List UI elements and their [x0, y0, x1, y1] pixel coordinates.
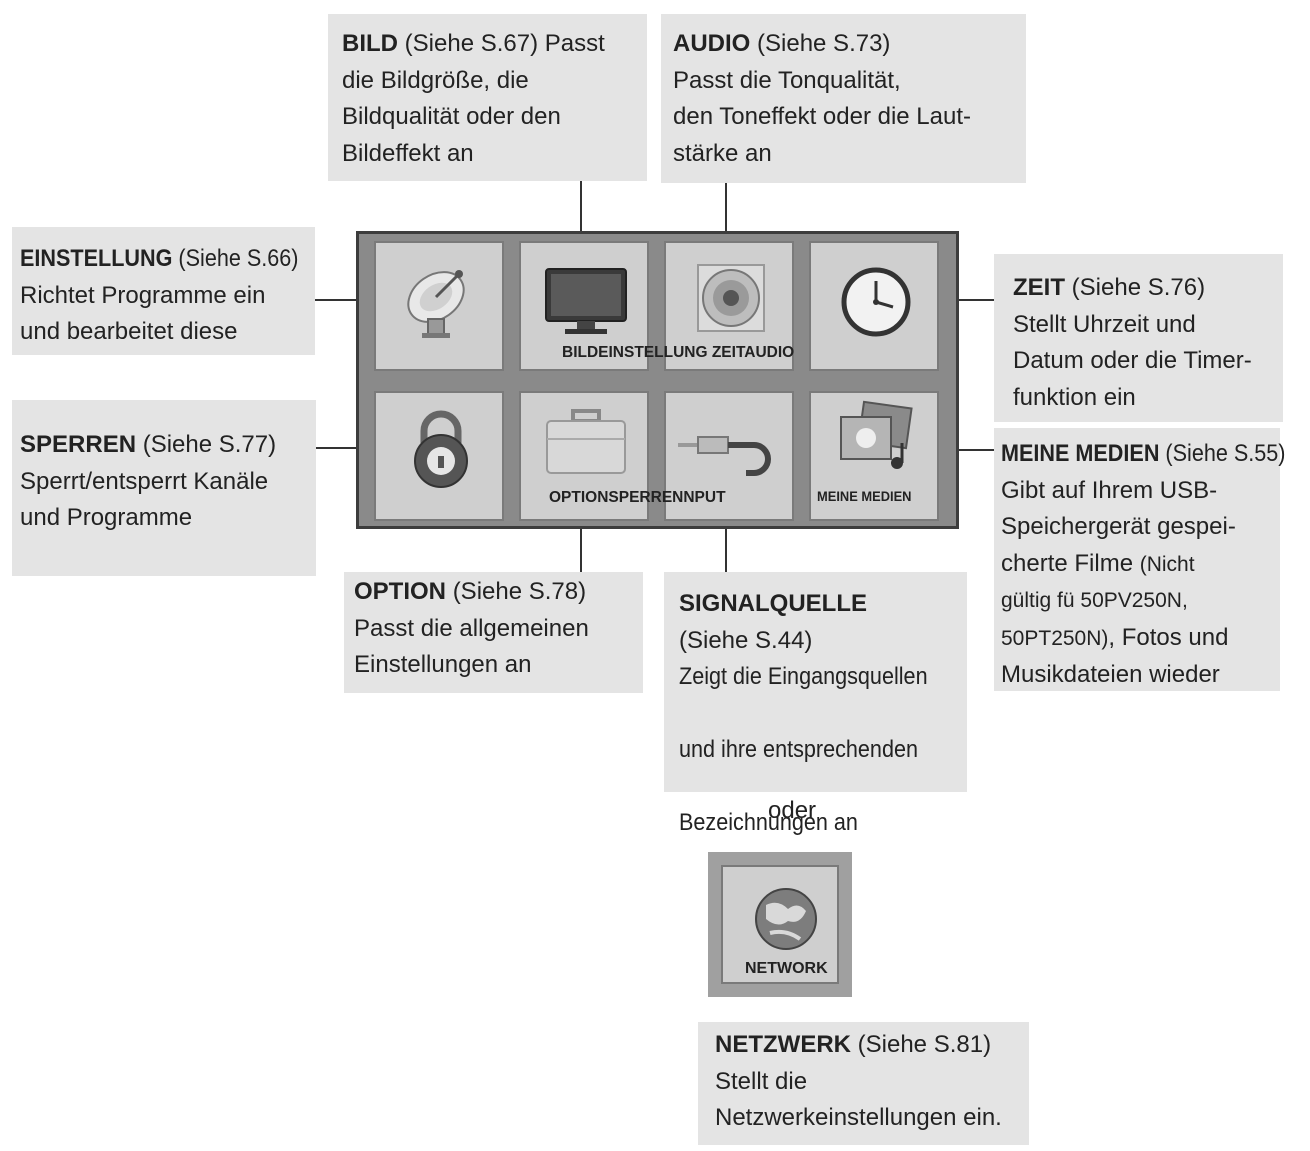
menu-row1-label: BILDEINSTELLUNG ZEITAUDIO — [562, 344, 795, 361]
menu-row2-label: OPTIONSPERRENNPUT — [549, 489, 726, 506]
menu-tile-einstellung[interactable] — [374, 241, 504, 371]
menu-tile-audio[interactable] — [664, 241, 794, 371]
callout-meine-medien: MEINE MEDIEN (Siehe S.55) Gibt auf Ihrem… — [994, 428, 1285, 691]
separator-oder: oder — [768, 797, 817, 824]
callout-netzwerk: NETZWERK (Siehe S.81) Stellt die Netzwer… — [698, 1022, 1029, 1145]
globe-icon — [755, 888, 817, 950]
network-tile[interactable]: NETWORK — [708, 852, 852, 997]
callout-einstellung: EINSTELLUNG (Siehe S.66) Richtet Program… — [12, 227, 315, 355]
menu-tile-bild[interactable] — [519, 241, 649, 371]
clock-icon — [841, 267, 911, 337]
menu-tile-sperren[interactable] — [374, 391, 504, 521]
speaker-icon — [697, 264, 765, 332]
callout-zeit: ZEIT (Siehe S.76) Stellt Uhrzeit und Dat… — [994, 254, 1283, 422]
menu-tile-zeit[interactable] — [809, 241, 939, 371]
av-cable-icon — [678, 436, 771, 476]
callout-title: BILD — [342, 30, 398, 57]
tv-menu-screen: BILDEINSTELLUNG ZEITAUDIO — [356, 231, 959, 529]
menu-tile-signalquelle[interactable] — [664, 391, 794, 521]
callout-bild: BILD (Siehe S.67) Passt die Bildgröße, d… — [328, 14, 647, 181]
padlock-icon — [414, 410, 468, 488]
callout-option: OPTION (Siehe S.78) Passt die allgemeine… — [344, 572, 643, 693]
callout-audio: AUDIO (Siehe S.73) Passt die Tonqualität… — [661, 14, 1026, 183]
meine-medien-label: MEINE MEDIEN — [817, 488, 912, 504]
callout-sperren: SPERREN (Siehe S.77) Sperrt/entsperrt Ka… — [12, 400, 316, 576]
satellite-dish-icon — [407, 270, 465, 338]
media-photos-icon — [840, 400, 913, 469]
toolbox-icon — [546, 409, 626, 474]
menu-tile-option[interactable] — [519, 391, 649, 521]
network-label: NETWORK — [745, 960, 828, 977]
callout-signalquelle: SIGNALQUELLE (Siehe S.44) Zeigt die Eing… — [664, 572, 967, 836]
tv-icon — [545, 268, 627, 334]
menu-tile-meine-medien[interactable]: MEINE MEDIEN — [809, 391, 939, 521]
